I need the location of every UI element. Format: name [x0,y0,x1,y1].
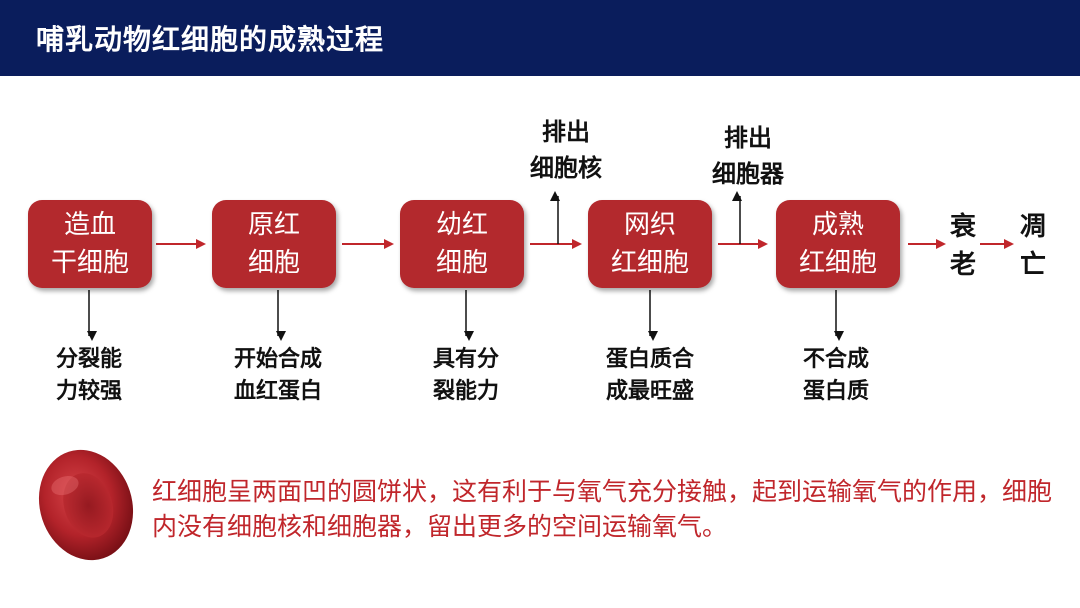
note-line1: 蛋白质合 [605,347,694,372]
expel-label-line1: 排出 [724,124,772,152]
stage-label-line2: 红细胞 [610,248,689,278]
note-stage-1: 分裂能 力较强 [24,344,154,408]
stage-label-line2: 细胞 [435,248,488,278]
note-line1: 不合成 [802,347,869,372]
note-line2: 蛋白质 [802,379,869,404]
note-line2: 裂能力 [432,379,499,404]
note-stage-4: 蛋白质合 成最旺盛 [585,344,715,408]
stage-label-line2: 细胞 [247,248,300,278]
header-bar: 哺乳动物红细胞的成熟过程 [0,0,1080,76]
note-stage-2: 开始合成 血红蛋白 [213,344,343,408]
stage-label-line1: 幼红 [435,210,488,240]
stage-label-line2: 红细胞 [798,248,877,278]
note-line2: 力较强 [55,379,122,404]
expel-label-organelles: 排出 细胞器 [688,120,808,192]
expel-label-nucleus: 排出 细胞核 [506,114,626,186]
note-line1: 分裂能 [55,347,122,372]
stage-proerythroblast: 原红 细胞 [212,200,336,288]
expel-label-line1: 排出 [542,118,590,146]
end-label-aging: 衰老 [949,212,976,280]
stage-label-line2: 干细胞 [50,248,129,278]
expel-label-line2: 细胞器 [712,160,784,188]
red-blood-cell-image [38,449,134,561]
stage-label-line1: 成熟 [811,210,864,240]
note-line1: 具有分 [432,347,499,372]
note-stage-5: 不合成 蛋白质 [771,344,901,408]
expel-label-line2: 细胞核 [530,154,602,182]
note-line2: 成最旺盛 [605,379,694,404]
stage-label-line1: 原红 [247,210,300,240]
page-title: 哺乳动物红细胞的成熟过程 [36,23,385,56]
note-stage-3: 具有分 裂能力 [401,344,531,408]
note-line2: 血红蛋白 [233,379,322,404]
stage-erythroblast: 幼红 细胞 [400,200,524,288]
stage-reticulocyte: 网织 红细胞 [588,200,712,288]
stage-label-line1: 造血 [63,210,116,240]
caption-text: 红细胞呈两面凹的圆饼状，这有利于与氧气充分接触，起到运输氧气的作用，细胞内没有细… [152,477,1053,541]
stage-hematopoietic-stem-cell: 造血 干细胞 [28,200,152,288]
end-label-death: 凋亡 [1019,212,1046,280]
stage-mature-erythrocyte: 成熟 红细胞 [776,200,900,288]
stage-label-line1: 网织 [623,210,676,240]
note-line1: 开始合成 [233,347,322,372]
